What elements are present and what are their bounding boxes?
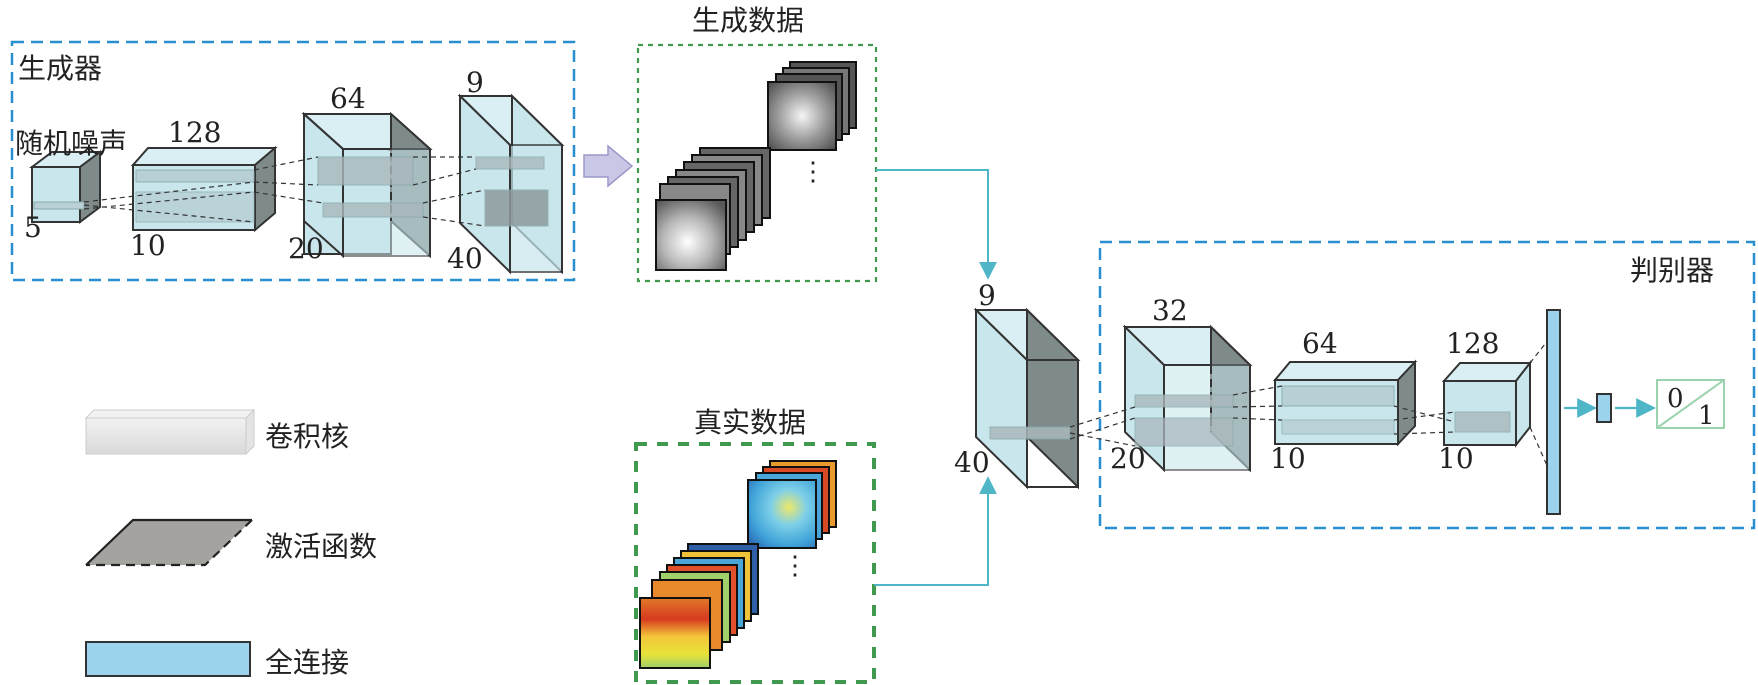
generated-image-stack-bottom: [655, 147, 771, 271]
generated-ellipsis: ⋮: [800, 157, 826, 187]
disc-input-block: 9 40: [954, 279, 1081, 490]
gen-to-data-arrow: [583, 144, 634, 188]
disc-layer3-box: [1441, 360, 1533, 448]
legend-kernel-label: 卷积核: [265, 420, 349, 453]
noise-label: 随机噪声: [15, 127, 127, 160]
real-data-frame: [634, 442, 876, 684]
generated-data-frame: [636, 43, 878, 283]
gen-layer3-top-label: 9: [466, 66, 484, 99]
gen-layer1-kernels: [135, 169, 255, 223]
gen-layer1-bottom-label: 10: [130, 229, 166, 262]
gen-layer3-kernels: [475, 156, 549, 227]
noise-kernel: [33, 201, 85, 210]
disc-input-top-label: 9: [978, 279, 996, 312]
legend-activation-label: 激活函数: [265, 530, 377, 563]
disc-input-kernel: [989, 426, 1071, 440]
disc-layer1-bottom-label: 20: [1110, 442, 1146, 475]
gen-layer2-bottom-label: 20: [288, 232, 324, 265]
data-to-discriminator-arrows: [874, 169, 997, 586]
gen-layer2-kernels: [317, 156, 424, 218]
real-data-title: 真实数据: [694, 406, 806, 439]
disc-layer2-top-label: 64: [1302, 327, 1338, 360]
generated-image-stack-top: [767, 61, 857, 151]
noise-dim-label: 5: [24, 211, 42, 244]
generated-to-input-arrow: [876, 169, 997, 280]
gen-connection-lines: [83, 156, 486, 227]
disc-connection-lines: [1069, 324, 1561, 496]
disc-layer1-top-label: 32: [1152, 294, 1188, 327]
legend-fc-label: 全连接: [265, 646, 349, 679]
legend-fc-swatch: [85, 641, 251, 677]
disc-layer3-top-label: 128: [1446, 327, 1499, 360]
real-data-group: 真实数据 ⋮: [634, 406, 876, 684]
generated-data-group: 生成数据 ⋮: [636, 4, 878, 283]
gen-layer2-top-label: 64: [330, 82, 366, 115]
generator-title: 生成器: [18, 52, 102, 85]
gen-layer3-bottom-label: 40: [447, 242, 483, 275]
disc-layer3-kernel: [1454, 411, 1511, 433]
output-zero-label: 0: [1667, 384, 1684, 414]
disc-input-bottom-label: 40: [954, 446, 990, 479]
discriminator-group: 判别器 32 20 64 10: [1069, 240, 1756, 530]
disc-output-node: [1596, 393, 1612, 423]
real-to-input-arrow: [874, 476, 997, 586]
generator-group: 生成器 随机噪声 5 128 10: [10, 40, 576, 282]
disc-fc-bar: [1546, 309, 1561, 515]
legend-kernel-swatch: [84, 408, 256, 456]
noise-cube: [29, 150, 103, 224]
legend-activation-swatch: [85, 518, 253, 567]
gen-layer3-box: [457, 93, 565, 275]
gen-layer1-top-label: 128: [168, 116, 221, 149]
disc-layer3-bottom-label: 10: [1438, 442, 1474, 475]
discriminator-title: 判别器: [1630, 254, 1714, 287]
disc-layer1-kernels: [1134, 394, 1234, 447]
discriminator-frame: [1098, 240, 1756, 530]
disc-layer2-kernels: [1281, 385, 1395, 435]
disc-output-box: 0 1: [1656, 379, 1725, 431]
output-one-label: 1: [1698, 401, 1715, 431]
real-image-stack-top: [747, 460, 837, 549]
real-image-stack-bottom: [639, 543, 759, 669]
legend: 卷积核 激活函数 全连接: [84, 408, 377, 679]
disc-layer2-bottom-label: 10: [1270, 442, 1306, 475]
real-ellipsis: ⋮: [782, 551, 808, 581]
generated-data-title: 生成数据: [692, 4, 804, 37]
